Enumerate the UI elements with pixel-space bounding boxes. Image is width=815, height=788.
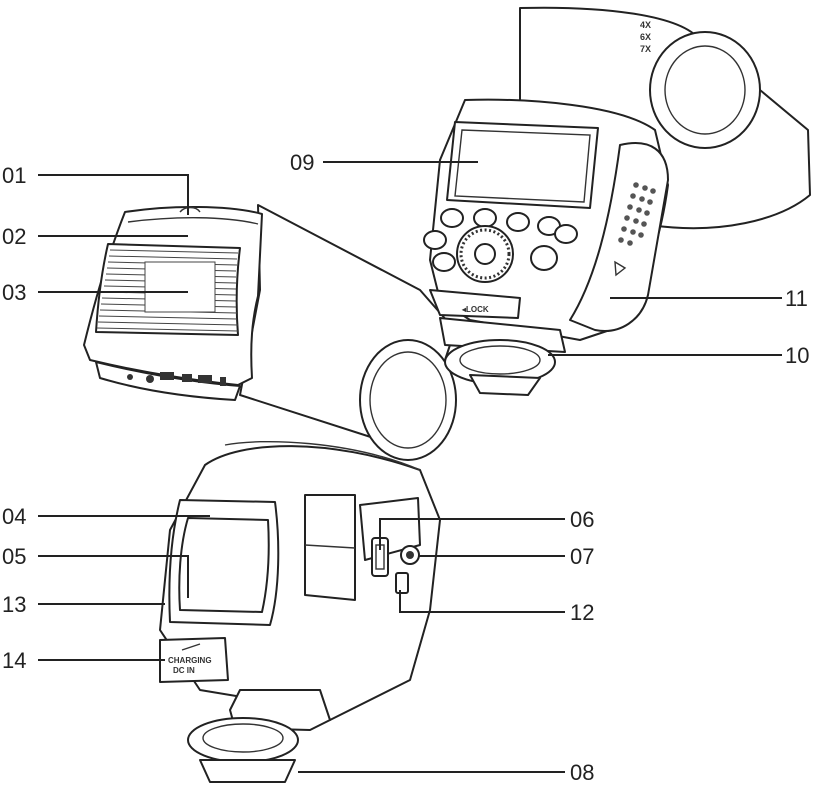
callout-14: 14	[2, 648, 26, 673]
port-label-charging: CHARGING	[168, 656, 212, 665]
callout-01: 01	[2, 163, 26, 188]
rear-hot-shoe	[439, 317, 566, 396]
rear-view-flash: 4X 6X 7X ◂LOCK	[423, 6, 811, 396]
hot-shoe-foot	[187, 689, 331, 783]
front-view-flash-head	[83, 204, 457, 461]
callout-02: 02	[2, 224, 26, 249]
rear-swivel-disc	[649, 31, 761, 149]
usb-port	[395, 572, 409, 594]
side-port-panel	[359, 497, 421, 594]
lock-label: ◂LOCK	[461, 305, 489, 314]
callout-07: 07	[570, 544, 594, 569]
port-label-dc-in: DC IN	[173, 666, 195, 675]
swivel-disc	[359, 339, 457, 461]
side-flap	[304, 494, 356, 601]
callout-04: 04	[2, 504, 26, 529]
callout-13: 13	[2, 592, 26, 617]
battery-door-grip	[618, 182, 656, 246]
callout-labels: 01 02 03 04 05 13 14 09 11 10 06 07 12 0…	[2, 150, 809, 785]
head-bottom-markings	[127, 372, 226, 386]
callout-03: 03	[2, 280, 26, 305]
svg-text:7X: 7X	[640, 44, 651, 54]
control-dial	[456, 225, 514, 283]
control-buttons	[423, 208, 578, 272]
flash-head-bottom-panel	[95, 361, 241, 401]
af-assist-window	[178, 517, 270, 613]
front-view-body: CHARGING DC IN	[159, 440, 441, 783]
svg-text:4X: 4X	[640, 20, 651, 30]
leader-lines	[38, 161, 782, 773]
callout-06: 06	[570, 507, 594, 532]
callout-12: 12	[570, 600, 594, 625]
lcd-screen	[446, 121, 599, 209]
callout-05: 05	[2, 544, 26, 569]
battery-port-cover	[159, 637, 229, 683]
callout-11: 11	[785, 286, 808, 311]
callout-08: 08	[570, 760, 594, 785]
callout-09: 09	[290, 150, 314, 175]
svg-text:6X: 6X	[640, 32, 651, 42]
callout-10: 10	[785, 343, 809, 368]
